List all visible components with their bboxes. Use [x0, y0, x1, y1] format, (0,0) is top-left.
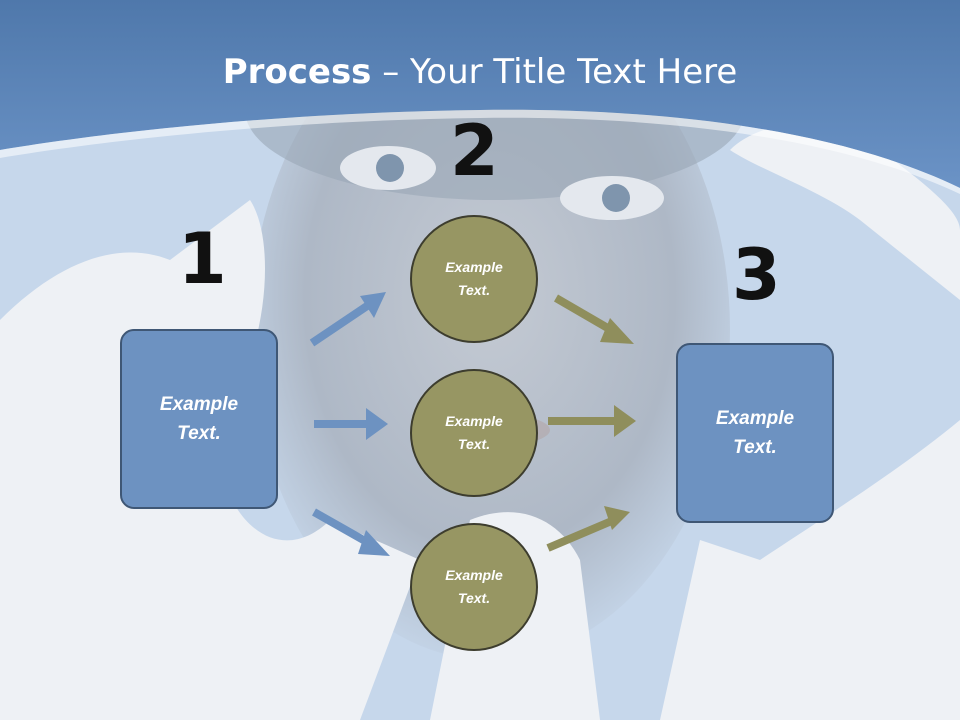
step-number-2: 2: [450, 110, 499, 192]
arrow-1-to-middle: [314, 408, 388, 440]
step-box-3-line-2: Text.: [733, 437, 777, 458]
circle-top-line-1: Example: [445, 259, 503, 275]
arrow-middle-to-3: [548, 405, 636, 437]
circle-middle-line-1: Example: [445, 413, 503, 429]
step-box-3-line-1: Example: [715, 408, 795, 429]
arrow-bottom-to-3: [546, 506, 630, 552]
circle-bottom-line-2: Text.: [457, 590, 491, 606]
arrow-1-to-bottom: [312, 508, 390, 556]
title-bold: Process: [222, 52, 372, 92]
step-box-1-line-2: Text.: [177, 423, 221, 444]
arrow-top-to-3: [553, 294, 634, 344]
circle-top-line-2: Text.: [457, 282, 491, 298]
step-box-1-line-1: Example: [159, 394, 239, 415]
step-number-3: 3: [732, 234, 781, 316]
circle-bottom-line-1: Example: [445, 567, 503, 583]
circle-middle-line-2: Text.: [457, 436, 491, 452]
step-number-1: 1: [178, 218, 227, 300]
arrow-1-to-top: [309, 292, 386, 347]
title-rest: – Your Title Text Here: [371, 52, 738, 92]
slide-title: Process – Your Title Text Here: [0, 52, 960, 92]
